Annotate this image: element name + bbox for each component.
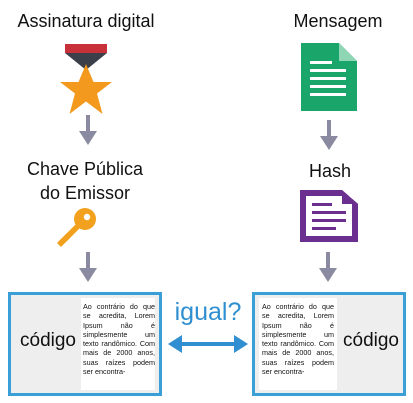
right-lorem-text: Ao contrário do que se acredita, Lorem I… [262, 302, 334, 377]
left-code-label: código [20, 330, 76, 351]
right-text-panel [259, 298, 337, 390]
left-text-panel [81, 298, 155, 390]
comparison-label: igual? [174, 298, 242, 326]
down-arrow-right-1 [320, 120, 338, 150]
public-key-title-line2: do Emissor [39, 183, 131, 203]
down-arrow-left-2 [79, 252, 97, 282]
key-icon [57, 208, 96, 247]
down-arrow-right-2 [319, 252, 337, 282]
hash-document-icon [300, 190, 358, 242]
hash-title: Hash [308, 161, 352, 181]
signature-title: Assinatura digital [17, 11, 155, 31]
right-code-label: código [343, 330, 399, 351]
down-arrow-left-1 [79, 115, 97, 145]
left-code-box: código Ao contrário do que se acredita, … [8, 292, 162, 396]
double-arrow-icon [168, 335, 248, 353]
medal-star-icon [60, 44, 112, 114]
left-lorem-text: Ao contrário do que se acredita, Lorem I… [83, 302, 155, 377]
public-key-title-line1: Chave Pública [26, 159, 144, 179]
message-title: Mensagem [293, 11, 383, 31]
document-icon [301, 43, 357, 111]
right-code-box: Ao contrário do que se acredita, Lorem I… [252, 292, 406, 396]
